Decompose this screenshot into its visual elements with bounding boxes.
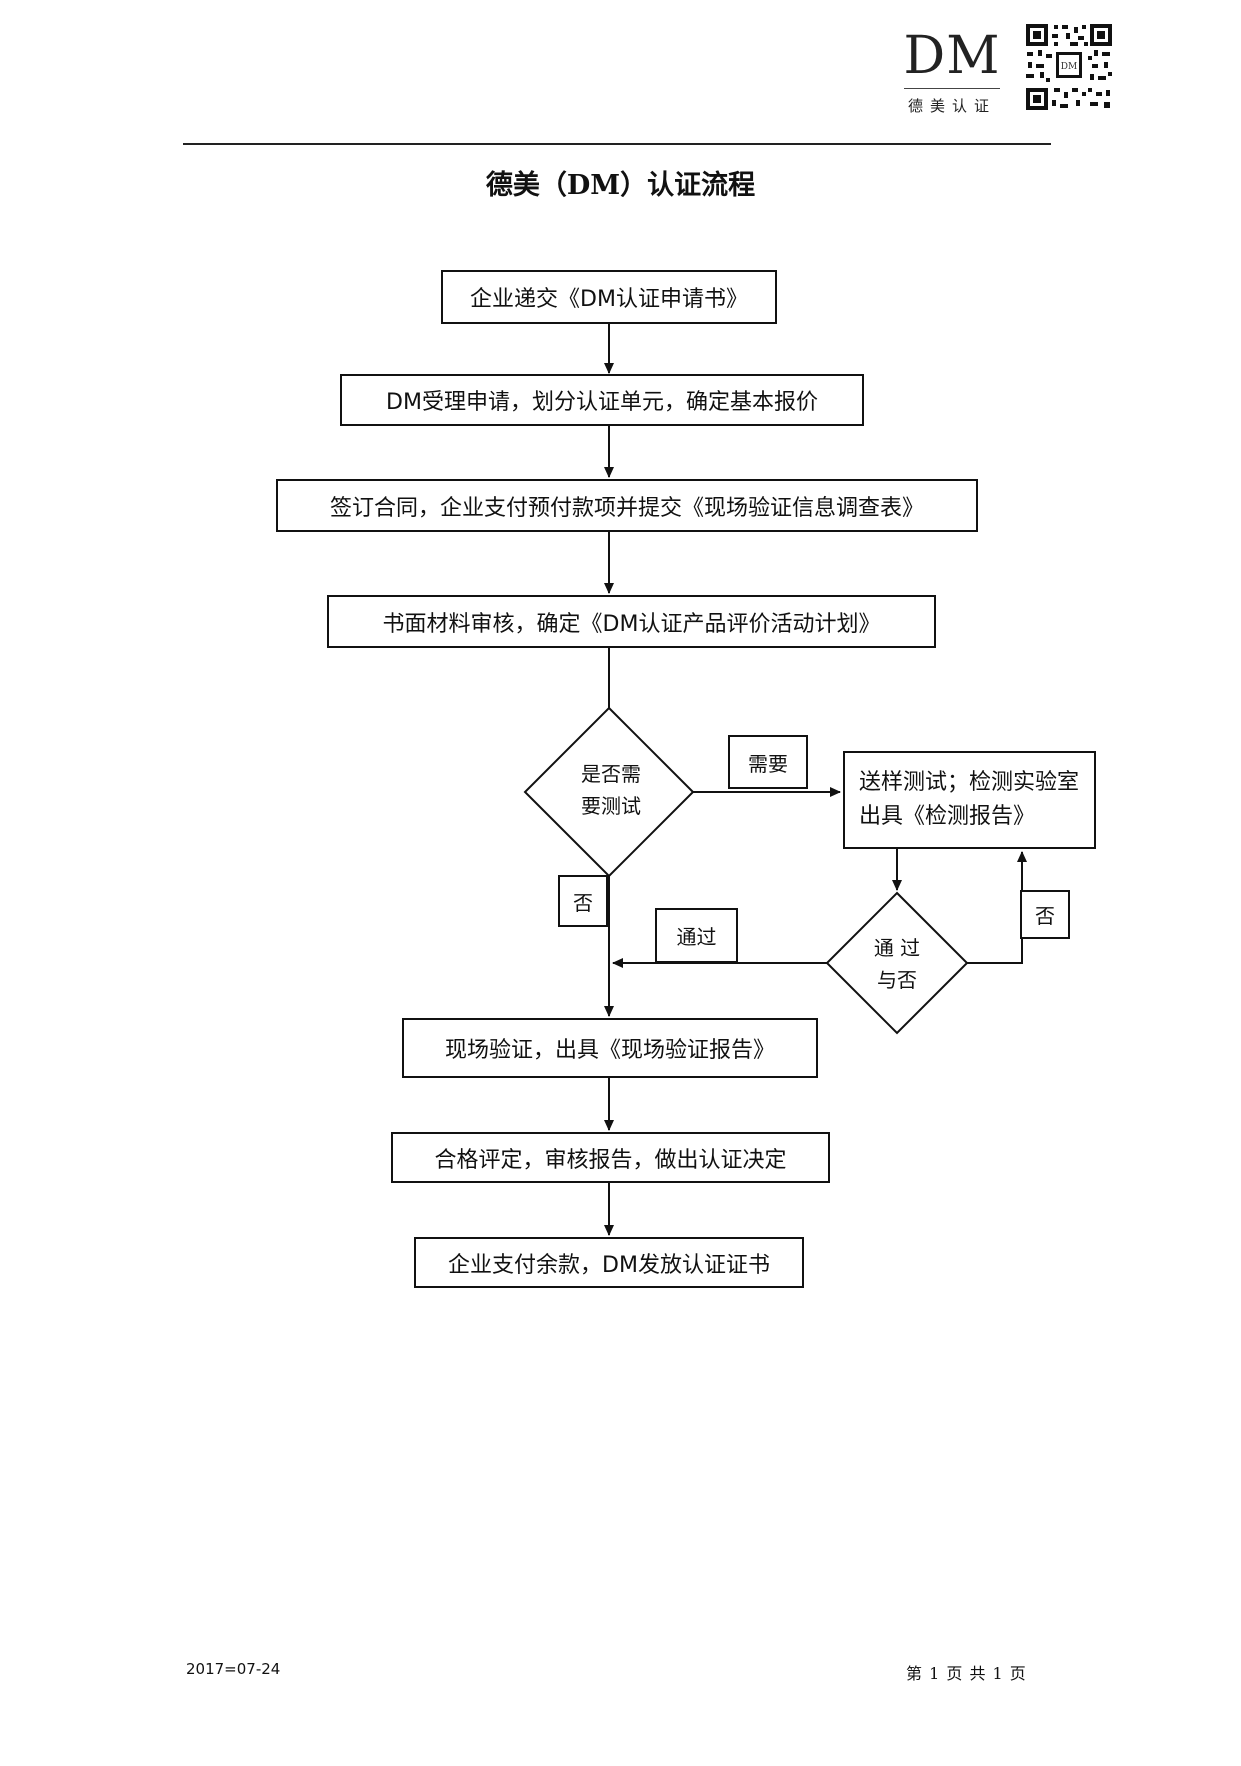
step-sample-testing-text: 送样测试；检测实验室出具《检测报告》 [859, 770, 1080, 829]
step-sample-testing: 送样测试；检测实验室出具《检测报告》 [843, 751, 1096, 849]
logo-divider [904, 88, 1000, 89]
footer-date: 2017=07-24 [186, 1660, 281, 1678]
dm-logo: DM 德美认证 [898, 28, 1006, 120]
header-rule [183, 143, 1051, 145]
step-submit-application: 企业递交《DM认证申请书》 [441, 270, 777, 324]
step-sign-contract-text: 签订合同，企业支付预付款项并提交《现场验证信息调查表》 [329, 495, 924, 521]
step-issue-certificate-text: 企业支付余款，DM发放认证证书 [448, 1252, 770, 1278]
decision-need-test-line1: 是否需 [581, 762, 641, 786]
decision-pass-line2: 与否 [877, 968, 917, 992]
step-issue-certificate: 企业支付余款，DM发放认证证书 [414, 1237, 804, 1288]
step-document-review-text: 书面材料审核，确定《DM认证产品评价活动计划》 [382, 611, 881, 637]
step-submit-application-text: 企业递交《DM认证申请书》 [470, 287, 748, 312]
qr-code-icon: DM [1024, 22, 1114, 112]
decision-need-test: 是否需 要测试 [559, 758, 663, 822]
label-pass: 通过 [655, 908, 738, 963]
page-title: 德美（DM）认证流程 [485, 170, 756, 201]
step-conformity-assessment: 合格评定，审核报告，做出认证决定 [391, 1132, 830, 1183]
step-sign-contract: 签订合同，企业支付预付款项并提交《现场验证信息调查表》 [276, 479, 978, 532]
decision-pass-line1: 通 过 [873, 936, 921, 960]
step-onsite-verification: 现场验证，出具《现场验证报告》 [402, 1018, 818, 1078]
logo-text: 德美认证 [907, 97, 996, 115]
footer-page-number: 第 1 页 共 1 页 [906, 1664, 1027, 1683]
svg-text:DM: DM [1061, 62, 1077, 72]
step-accept-application: DM受理申请，划分认证单元，确定基本报价 [340, 374, 864, 426]
label-need: 需要 [728, 735, 808, 789]
logo-mark: DM [903, 26, 1001, 86]
step-document-review: 书面材料审核，确定《DM认证产品评价活动计划》 [327, 595, 936, 648]
step-onsite-verification-text: 现场验证，出具《现场验证报告》 [444, 1038, 775, 1063]
decision-need-test-line2: 要测试 [581, 794, 641, 818]
label-fail: 否 [1020, 890, 1070, 939]
label-no-test: 否 [558, 875, 608, 927]
step-conformity-assessment-text: 合格评定，审核报告，做出认证决定 [434, 1147, 787, 1173]
decision-pass: 通 过 与否 [857, 932, 937, 996]
step-accept-application-text: DM受理申请，划分认证单元，确定基本报价 [386, 390, 818, 415]
